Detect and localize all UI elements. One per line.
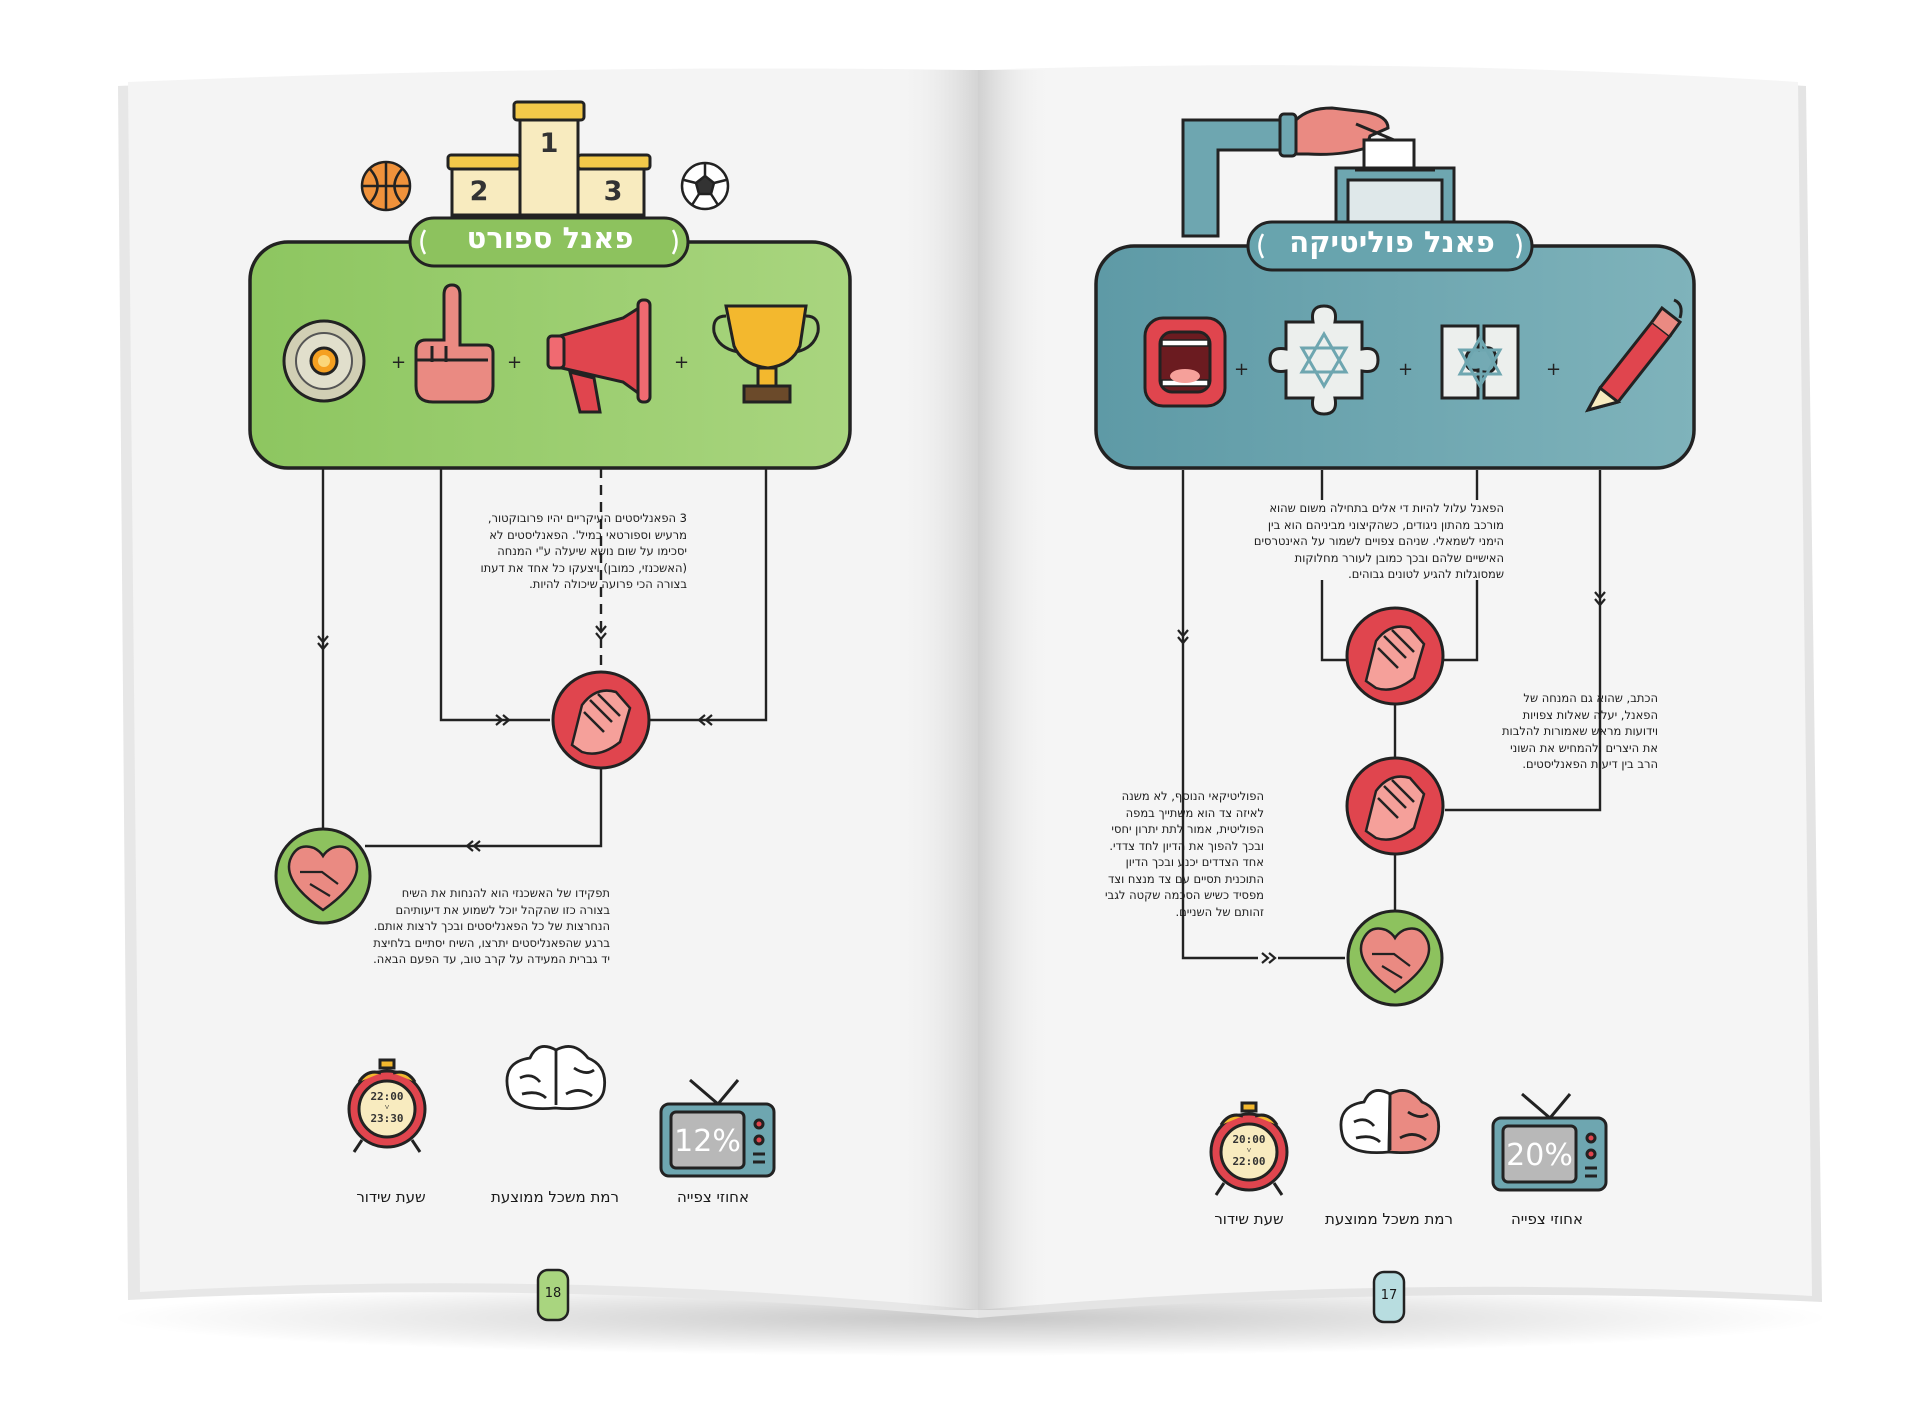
right-gutter-shade [978, 70, 1053, 1310]
television-icon [659, 1078, 776, 1178]
politics-panel-title: פאנל פוליטיקה [1289, 225, 1495, 259]
trophy-icon [712, 304, 820, 404]
page-number-tab [1372, 1270, 1406, 1324]
page-number: 17 [1380, 1288, 1398, 1303]
page-number-tab [536, 1268, 570, 1322]
plus-sign: + [1546, 359, 1561, 380]
broadcast-clock-readout: 22:00 ˅ 23:30 [367, 1090, 407, 1126]
sport-flow-lines [321, 468, 768, 866]
broadcast-clock-readout: 20:00 ˅ 22:00 [1229, 1133, 1269, 1169]
megaphone-icon [546, 298, 652, 414]
sport-panelists-text: 3 הפאנליסטים העיקריים יהיו פרובוקטור, מר… [480, 511, 687, 591]
stat-label-intelligence: רמת משכל ממוצעת [491, 1188, 619, 1206]
clock-end-time: 22:00 [1232, 1155, 1266, 1168]
soccer-ball-icon [680, 161, 730, 211]
podium-third-number: 3 [603, 176, 623, 207]
flow-chevrons [317, 625, 713, 852]
heart-handshake-icon [274, 827, 372, 925]
stat-label-broadcast: שעת שידור [356, 1188, 426, 1206]
politics-flow-lines [1181, 470, 1602, 960]
ratings-percent: 20% [1506, 1138, 1573, 1173]
plus-sign: + [674, 352, 689, 373]
sport-host-text: תפקידו של האשכנזי הוא להנחות את השיח בצו… [373, 886, 610, 966]
stat-label-broadcast: שעת שידור [1214, 1210, 1284, 1228]
sport-panel-title: פאנל ספורט [466, 221, 634, 255]
brain-icon [1339, 1089, 1441, 1154]
television-icon [1491, 1092, 1608, 1192]
basketball-icon [360, 160, 412, 212]
alarm-clock-icon [1209, 1101, 1289, 1196]
mouth-icon [1143, 316, 1227, 408]
podium-icon [446, 100, 652, 217]
clasped-hands-icon [1345, 606, 1445, 706]
split-puzzle-icon [1440, 324, 1520, 400]
plus-sign: + [1234, 359, 1249, 380]
politics-writer-text: הכתב, שהוא גם המנחה של הפאנל, יעלה שאלות… [1502, 691, 1658, 771]
flow-chevrons [1177, 591, 1606, 964]
sport-title-tab [408, 216, 690, 268]
middle-finger-icon [414, 283, 495, 404]
ratings-percent: 12% [674, 1124, 741, 1159]
plus-sign: + [507, 352, 522, 373]
plus-sign: + [1398, 359, 1413, 380]
pencil-icon [1585, 298, 1683, 413]
politics-politician-text: הפוליטיקאי הנוסף, לא משנה לאיזה צד הוא מ… [1104, 789, 1264, 919]
clock-start-time: 20:00 [1232, 1133, 1266, 1146]
brain-icon [505, 1045, 607, 1110]
clock-end-time: 23:30 [370, 1112, 404, 1125]
page-number: 18 [544, 1286, 562, 1301]
stat-label-ratings: אחוזי צפייה [676, 1188, 749, 1206]
politics-panel-text: הפאנל עלול להיות די אלים בתחילה משום שהו… [1253, 501, 1504, 581]
stat-label-intelligence: רמת משכל ממוצעת [1325, 1210, 1453, 1228]
heart-handshake-icon [1346, 909, 1444, 1007]
star-of-david-puzzle-icon [1268, 304, 1380, 416]
podium-first-number: 1 [539, 128, 559, 159]
left-gutter-shade [895, 70, 978, 1310]
podium-second-number: 2 [469, 176, 489, 207]
plus-sign: + [391, 352, 406, 373]
clock-start-time: 22:00 [370, 1090, 404, 1103]
clasped-hands-icon [1345, 756, 1445, 856]
politics-title-tab [1246, 220, 1534, 272]
alarm-clock-icon [347, 1058, 427, 1153]
gong-icon [282, 319, 366, 403]
stat-label-ratings: אחוזי צפייה [1510, 1210, 1583, 1228]
clasped-hands-icon [551, 670, 651, 770]
